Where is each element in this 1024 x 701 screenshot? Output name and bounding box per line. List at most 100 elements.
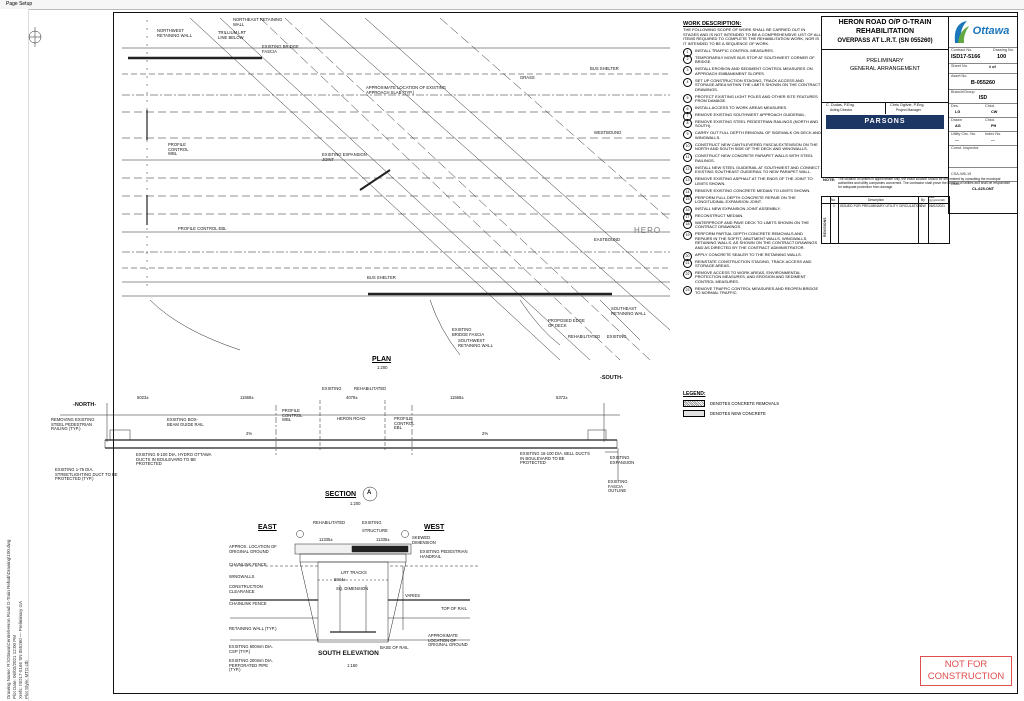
label-existing-bridge-fascia: EXISTING BRIDGE FASCIA [262,44,299,54]
work-item-number: 21 [683,258,692,268]
sheet-cell: Sheet No. # of [949,63,1017,74]
rev-row-no: 1 [833,204,835,208]
sheet-no-label: Sheet No. [951,64,968,68]
contract-no: ISD17-5166 [951,54,981,60]
check: PH [991,124,997,128]
work-item-text: INSTALL TRAFFIC CONTROL MEASURES. [695,48,774,54]
work-item-number: 11 [683,153,692,163]
drawing-no: 100 [997,54,1007,60]
section-removing-railing: REMOVING EXISTING STEEL PEDESTRIAN RAILI… [51,417,95,432]
elevation-chainlink-1: CHAINLINK FENCE [229,562,267,567]
elevation-perforated: EXISTING 200mm DIA. PERFORATED PIPE (TYP… [229,658,273,673]
legend-item-label: DENOTES NEW CONCRETE [710,411,766,416]
label-bus-shelter-top: BUS SHELTER [590,66,619,71]
section-slope: 2% [482,431,489,436]
label-eastbound: EASTBOUND [594,237,621,242]
person2-role: Project Manager [896,108,921,112]
load-label: Load [951,182,960,186]
work-item-text: TEMPORARILY MOVE BUS STOP AT SOUTHWEST C… [695,55,815,65]
label-existing-expansion-joint: EXISTING EXPANSION JOINT [322,152,367,162]
elevation-approx-ground: APPROX. LOCATION OF ORIGINAL GROUND [229,544,277,554]
section-bell-ducts: EXISTING 16-100 DIA. BELL DUCTS IN BOULE… [520,451,590,466]
elevation-lrt-tracks: LRT TRACKS [341,570,367,575]
work-item-number: 18 [683,219,692,229]
sheet-no: # of [989,65,996,69]
elevation-sq-dimension: SQ. DIMENSION [336,586,369,591]
utility-label: Utility Circ. No. [951,132,977,136]
asset-cell: Asset No. B-055260 [949,73,1017,90]
section-expansion: EXISTING EXPANSION [610,455,635,465]
index-label: Index No. [985,132,1002,136]
elevation-wingwalls: WINGWALLS [229,574,255,579]
elevation-dim-left: 11335± [319,537,333,542]
branch-cell: Branch/Group ISD [949,89,1017,104]
stamp-line-2: CONSTRUCTION [927,671,1005,682]
work-item-number: 23 [683,285,692,295]
elevation-existing: EXISTING [362,520,382,525]
label-grass: GRASS [520,75,535,80]
plot-info-strip: Drawing Name: R:\Ottawa\Centre\Heron Roa… [0,9,29,701]
rev-header-date: Date (yyyy/mm/dd) [929,196,945,202]
project-line-2: REHABILITATION [855,28,915,35]
dim-4: 11568± [450,395,464,400]
elevation-retaining-wall: RETAINING WALL (TYP.) [229,626,277,631]
csa-label: CSA-W6-19 [951,172,972,176]
load: CL-625-ONT [972,187,994,191]
elevation-title: SOUTH ELEVATION [318,650,379,657]
plan-title: PLAN [372,356,392,363]
label-heron: HERO [634,226,662,235]
work-item-number: 12 [683,164,692,174]
section-rehabilitated: REHABILITATED [354,386,387,391]
label-trillium-lrt: TRILLIUM LRT LINE BELOW [218,30,247,40]
work-item-number: 3 [683,66,692,76]
label-approach-slabs: APPROXIMATE LOCATION OF EXISTING APPROAC… [366,85,446,95]
section-marker: A [367,490,372,496]
dim-5: 5372± [556,395,568,400]
work-description: WORK DESCRIPTION: THE FOLLOWING SCOPE OF… [683,21,821,298]
dim-2: 11568± [240,395,254,400]
elevation-west: WEST [424,524,445,531]
elevation-top-of-rail: TOP OF RAIL [441,606,467,611]
drawn: AG [955,124,961,128]
work-item-text: INSTALL NEW STEEL GUIDERAIL AT SOUTHWEST… [695,164,820,175]
section-profile-control-ebl: PROFILE CONTROL EBL [394,416,415,431]
label-profile-control-ebl: PROFILE CONTROL EBL [178,226,227,231]
check-label: Chkd. [985,104,995,108]
section-slope: 2% [246,431,253,436]
firm-logo: PARSONS [826,115,944,129]
person2-name: Chris Ogilvie, P.Eng. [890,103,925,107]
contract-cell: Contract No. Drawing No. ISD17-5166 100 [949,47,1017,64]
work-item-number: 2 [683,55,692,65]
label-northeast-retaining-wall: NORTHEAST RETAINING WALL [233,17,283,27]
contract-no-label: Contract No. [951,48,973,52]
person1-role: Acting Director [830,108,853,112]
label-existing: EXISTING [607,334,627,339]
info-column: Ottawa Contract No. Drawing No. ISD17-51… [948,16,1018,214]
work-item-number: 5 [683,93,692,103]
label-southwest-retaining-wall: SOUTHWEST RETAINING WALL [458,338,493,348]
asset-no: B-055260 [970,80,996,86]
work-item-text: REMOVE EXISTING CONCRETE MEDIAN TO LIMIT… [695,187,811,193]
asset-label: Asset No. [951,74,968,78]
elevation-chainlink-2: CHAINLINK FENCE [229,601,267,606]
label-existing-bridge-fascia-2: EXISTING BRIDGE FASCIA [452,327,485,337]
section-profile-control-wbl: PROFILE CONTROL WBL [282,408,303,423]
work-item-text: INSTALL EROSION AND SEDIMENT CONTROL MEA… [695,66,813,76]
logo-text: Ottawa [972,25,1010,37]
not-for-construction-stamp: NOT FOR CONSTRUCTION [920,656,1012,686]
work-item-number: 8 [683,119,692,129]
